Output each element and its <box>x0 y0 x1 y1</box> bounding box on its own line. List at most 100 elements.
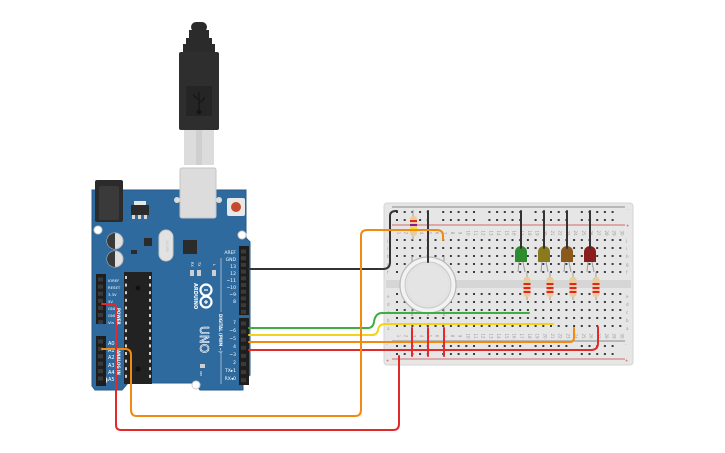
header-pin-socket[interactable] <box>98 361 103 366</box>
arduino-uno-board[interactable]: 16.000 RX TX L ARDUINO UNO ON <box>91 167 251 391</box>
breadboard-hole[interactable] <box>488 325 491 327</box>
breadboard-hole[interactable] <box>411 247 414 249</box>
breadboard-hole[interactable] <box>449 239 452 241</box>
rail-hole[interactable] <box>603 345 606 347</box>
rail-hole[interactable] <box>496 219 499 221</box>
breadboard-hole[interactable] <box>511 309 514 311</box>
breadboard-hole[interactable] <box>511 293 514 295</box>
breadboard-hole[interactable] <box>473 293 475 295</box>
breadboard-hole[interactable] <box>573 263 576 265</box>
breadboard-hole[interactable] <box>503 325 506 327</box>
rail-hole[interactable] <box>603 219 606 221</box>
rail-hole[interactable] <box>588 353 591 355</box>
rail-hole[interactable] <box>411 211 414 213</box>
breadboard-hole[interactable] <box>419 247 422 249</box>
breadboard-hole[interactable] <box>396 247 398 249</box>
header-pin-socket[interactable] <box>241 256 246 261</box>
breadboard-hole[interactable] <box>580 325 583 327</box>
breadboard-hole[interactable] <box>496 293 499 295</box>
breadboard-hole[interactable] <box>473 309 475 311</box>
breadboard-hole[interactable] <box>526 263 529 265</box>
breadboard-hole[interactable] <box>496 309 499 311</box>
rail-hole[interactable] <box>403 211 406 213</box>
breadboard-hole[interactable] <box>565 263 568 265</box>
breadboard-hole[interactable] <box>449 317 452 319</box>
breadboard-hole[interactable] <box>534 325 537 327</box>
breadboard-hole[interactable] <box>573 317 576 319</box>
rail-hole[interactable] <box>496 353 499 355</box>
breadboard-hole[interactable] <box>619 271 622 273</box>
breadboard-hole[interactable] <box>557 263 560 265</box>
breadboard-hole[interactable] <box>596 309 599 311</box>
rail-hole[interactable] <box>580 219 583 221</box>
rail-hole[interactable] <box>611 219 614 221</box>
breadboard-hole[interactable] <box>403 317 406 319</box>
breadboard-hole[interactable] <box>396 301 398 303</box>
rail-hole[interactable] <box>503 211 506 213</box>
breadboard-hole[interactable] <box>403 239 406 241</box>
breadboard-hole[interactable] <box>511 301 514 303</box>
breadboard-hole[interactable] <box>603 255 606 257</box>
breadboard-hole[interactable] <box>511 271 514 273</box>
header-pin-socket[interactable] <box>241 276 246 281</box>
breadboard-hole[interactable] <box>480 317 483 319</box>
rail-hole[interactable] <box>611 211 614 213</box>
breadboard-hole[interactable] <box>503 317 506 319</box>
header-pin-socket[interactable] <box>241 269 246 274</box>
rail-hole[interactable] <box>603 353 606 355</box>
rail-hole[interactable] <box>557 219 560 221</box>
rail-hole[interactable] <box>542 345 545 347</box>
rail-hole[interactable] <box>465 211 468 213</box>
rail-hole[interactable] <box>596 353 599 355</box>
rail-hole[interactable] <box>557 353 560 355</box>
breadboard-hole[interactable] <box>542 263 545 265</box>
breadboard-hole[interactable] <box>542 293 545 295</box>
header-pin-socket[interactable] <box>98 313 103 317</box>
rail-hole[interactable] <box>588 345 591 347</box>
breadboard-hole[interactable] <box>511 255 514 257</box>
breadboard-hole[interactable] <box>403 255 406 257</box>
breadboard-hole[interactable] <box>542 317 545 319</box>
breadboard-hole[interactable] <box>519 293 522 295</box>
breadboard-hole[interactable] <box>511 263 514 265</box>
breadboard-hole[interactable] <box>534 271 537 273</box>
breadboard-hole[interactable] <box>619 247 622 249</box>
rail-hole[interactable] <box>580 211 583 213</box>
breadboard-hole[interactable] <box>488 317 491 319</box>
rail-hole[interactable] <box>449 353 452 355</box>
breadboard-hole[interactable] <box>580 293 583 295</box>
breadboard-hole[interactable] <box>496 271 499 273</box>
breadboard-hole[interactable] <box>457 263 460 265</box>
rail-hole[interactable] <box>488 211 491 213</box>
breadboard-hole[interactable] <box>396 255 398 257</box>
breadboard-hole[interactable] <box>473 239 475 241</box>
rail-hole[interactable] <box>442 219 445 221</box>
rail-hole[interactable] <box>550 345 552 347</box>
breadboard-hole[interactable] <box>496 247 499 249</box>
breadboard-hole[interactable] <box>465 301 468 303</box>
breadboard-hole[interactable] <box>480 325 483 327</box>
breadboard-hole[interactable] <box>480 293 483 295</box>
breadboard-hole[interactable] <box>619 317 622 319</box>
header-pin-socket[interactable] <box>98 376 103 381</box>
breadboard-hole[interactable] <box>526 255 529 257</box>
breadboard-hole[interactable] <box>465 317 468 319</box>
breadboard-hole[interactable] <box>619 255 622 257</box>
rail-hole[interactable] <box>457 353 460 355</box>
breadboard-hole[interactable] <box>534 263 537 265</box>
breadboard-hole[interactable] <box>503 301 506 303</box>
5v-red-wire[interactable] <box>101 303 400 431</box>
breadboard-hole[interactable] <box>511 247 514 249</box>
header-pin-socket[interactable] <box>241 321 246 326</box>
breadboard-hole[interactable] <box>396 309 398 311</box>
breadboard-hole[interactable] <box>496 301 499 303</box>
breadboard-hole[interactable] <box>480 263 483 265</box>
breadboard-hole[interactable] <box>557 255 560 257</box>
rail-hole[interactable] <box>396 219 398 221</box>
breadboard-hole[interactable] <box>550 239 552 241</box>
header-pin-socket[interactable] <box>241 289 246 294</box>
header-pin-socket[interactable] <box>98 277 103 282</box>
breadboard-hole[interactable] <box>442 247 445 249</box>
rail-hole[interactable] <box>557 211 560 213</box>
